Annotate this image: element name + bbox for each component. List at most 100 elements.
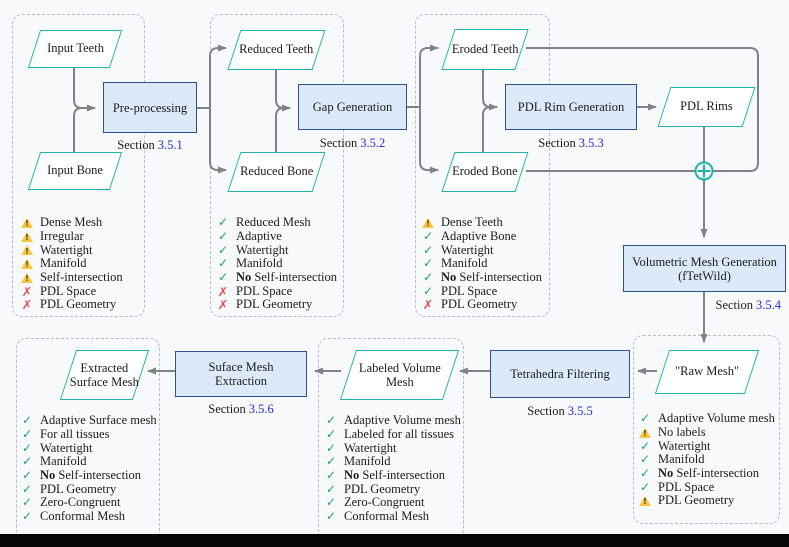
- check-icon: [20, 455, 34, 468]
- node-label: Reduced Teeth: [239, 42, 314, 57]
- checklist-item: Manifold: [216, 256, 337, 271]
- checklist-item: Watertight: [324, 441, 461, 455]
- section-word: Section: [715, 298, 754, 312]
- checklist-item-label: Labeled for all tissues: [344, 427, 455, 442]
- checklist-item: No Self-intersection: [638, 466, 775, 481]
- process-label: Tetrahedra Filtering: [510, 367, 610, 381]
- section-ref-link[interactable]: 3.5.1: [157, 138, 183, 152]
- checklist-item: Manifold: [324, 454, 461, 469]
- checklist-item: PDL Space: [216, 284, 337, 298]
- section-ref-link[interactable]: 3.5.3: [578, 136, 604, 150]
- checklist-item: PDL Geometry: [421, 297, 542, 312]
- process-tetrahedra-filtering: Tetrahedra Filtering: [490, 350, 630, 398]
- check-icon: [216, 271, 230, 284]
- checklist-item-label: Watertight: [40, 440, 93, 455]
- checklist-eroded-meshes: Dense Teeth Adaptive Bone Watertight Man…: [421, 215, 542, 312]
- process-label: Pre-processing: [112, 100, 188, 115]
- checklist-labeled-volume-mesh: Adaptive Volume mesh Labeled for all tis…: [324, 413, 461, 524]
- checklist-item: No Self-intersection: [20, 468, 157, 483]
- checklist-item: PDL Geometry: [324, 482, 461, 496]
- checklist-item-label: Conformal Mesh: [40, 509, 126, 524]
- node-label: Eroded Teeth: [451, 41, 519, 56]
- checklist-item: Manifold: [638, 452, 775, 467]
- section-word: Section: [117, 138, 155, 152]
- node-label: Eroded Bone: [452, 164, 518, 179]
- check-icon: [20, 483, 34, 496]
- node-eroded-teeth: Eroded Teeth: [441, 29, 529, 70]
- check-icon: [20, 442, 34, 455]
- checklist-item-label: PDL Geometry: [344, 481, 421, 496]
- checklist-item: Reduced Mesh: [216, 215, 337, 230]
- checklist-item-label: PDL Geometry: [236, 297, 313, 312]
- checklist-item-label: Manifold: [40, 256, 87, 271]
- check-icon: [421, 285, 435, 298]
- checklist-item-label: Watertight: [344, 440, 397, 455]
- check-icon: [216, 230, 230, 243]
- process-surface-mesh-extraction: Suface Mesh Extraction: [175, 351, 307, 397]
- checklist-item-label: Watertight: [40, 242, 93, 257]
- warn-icon: [638, 495, 652, 507]
- warn-icon: [20, 272, 34, 284]
- checklist-item: No labels: [638, 425, 775, 440]
- connector: [419, 107, 439, 174]
- section-word: Section: [538, 136, 576, 150]
- checklist-item: Irregular: [20, 229, 123, 244]
- warn-icon: [638, 427, 652, 439]
- section-ref-link[interactable]: 3.5.4: [756, 298, 781, 312]
- connector: [419, 44, 439, 107]
- process-label: Gap Generation: [312, 100, 393, 114]
- checklist-item-label: Irregular: [40, 229, 84, 244]
- check-icon: [324, 496, 338, 509]
- checklist-item: Adaptive Volume mesh: [324, 413, 461, 428]
- node-label: Reduced Bone: [239, 164, 314, 179]
- checklist-item: PDL Geometry: [20, 297, 123, 312]
- checklist-item: Watertight: [216, 243, 337, 257]
- checklist-item-label: Zero-Congruent: [40, 495, 121, 510]
- checklist-item-label: Watertight: [658, 438, 711, 453]
- checklist-item: Dense Teeth: [421, 215, 542, 230]
- checklist-item: PDL Space: [20, 284, 123, 298]
- checklist-item-label: Watertight: [236, 242, 289, 257]
- checklist-item: Manifold: [20, 454, 157, 469]
- node-label: Input Bone: [47, 163, 103, 178]
- section-ref-link[interactable]: 3.5.6: [248, 402, 274, 416]
- checklist-item: PDL Geometry: [638, 493, 775, 508]
- checklist-item: Adaptive Bone: [421, 229, 542, 244]
- checklist-item: Self-intersection: [20, 270, 123, 285]
- group-eroded: [415, 14, 550, 317]
- checklist-item-label: PDL Space: [40, 283, 97, 298]
- bottom-black-bar: [0, 534, 789, 547]
- checklist-raw-mesh: Adaptive Volume mesh No labels Watertigh…: [638, 411, 775, 508]
- node-label: PDL Rims: [680, 99, 733, 114]
- check-icon: [638, 481, 652, 494]
- section-word: Section: [527, 404, 565, 418]
- section-ref-link[interactable]: 3.5.5: [567, 404, 593, 418]
- check-icon: [20, 414, 34, 427]
- checklist-item-label: Self-intersection: [40, 270, 123, 285]
- group-input: [12, 14, 145, 317]
- process-label-line2: (fTetWild): [678, 268, 731, 283]
- check-icon: [324, 483, 338, 496]
- checklist-item: PDL Space: [421, 284, 542, 298]
- checklist-item: No Self-intersection: [324, 468, 461, 483]
- connector: [209, 44, 227, 108]
- section-ref-link[interactable]: 3.5.2: [360, 136, 386, 150]
- check-icon: [324, 414, 338, 427]
- checklist-item: PDL Geometry: [20, 482, 157, 496]
- process-volumetric-mesh-generation: Volumetric Mesh Generation (fTetWild): [623, 245, 786, 292]
- checklist-item: Conformal Mesh: [324, 509, 461, 524]
- checklist-item-label: PDL Geometry: [40, 481, 117, 496]
- checklist-item-label: No Self-intersection: [344, 468, 446, 483]
- checklist-item-label: Dense Mesh: [40, 215, 103, 230]
- checklist-item-label: Manifold: [344, 454, 391, 469]
- node-label: Extracted Surface Mesh: [69, 360, 140, 389]
- checklist-item-label: Adaptive Surface mesh: [40, 413, 157, 428]
- connector: [209, 108, 227, 174]
- connector: [526, 47, 759, 172]
- check-icon: [421, 271, 435, 284]
- checklist-item-label: Manifold: [236, 256, 283, 271]
- checklist-item: Conformal Mesh: [20, 509, 157, 524]
- cross-icon: [20, 285, 34, 298]
- checklist-item: Adaptive Surface mesh: [20, 413, 157, 428]
- checklist-item-label: Manifold: [40, 454, 87, 469]
